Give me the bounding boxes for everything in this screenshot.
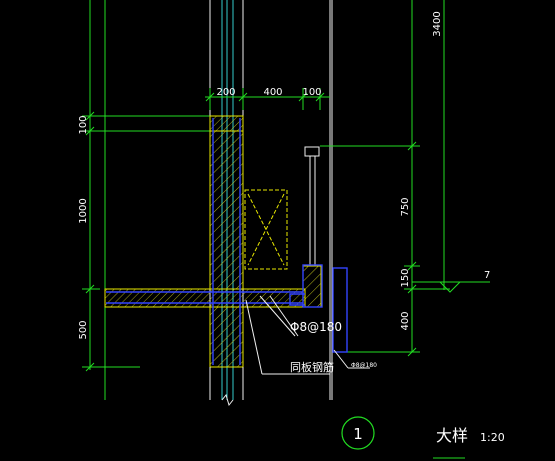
right-dimension-chain — [320, 0, 445, 357]
dim-top-400: 400 — [263, 87, 282, 98]
detail-scale: 1:20 — [480, 431, 505, 444]
dim-right-3400: 3400 — [432, 11, 443, 36]
level-mark-text: 7 — [484, 270, 490, 281]
detail-number: 1 — [353, 425, 363, 443]
top-dimension-chain — [205, 88, 330, 110]
rebar-note: Φ8@180 — [290, 320, 342, 334]
dim-top-200: 200 — [216, 87, 235, 98]
dim-left-1000: 1000 — [78, 198, 89, 223]
dim-right-750: 750 — [400, 197, 411, 216]
dashed-window-box — [244, 189, 288, 270]
leader-lines — [245, 295, 370, 375]
left-dimension-chain — [82, 0, 210, 372]
concrete-wall-lower — [209, 306, 244, 407]
rebar-label: 同板钢筋 — [290, 360, 334, 374]
dim-left-500: 500 — [78, 320, 89, 339]
detail-title: 大样 — [436, 426, 468, 445]
concrete-wall-upper — [209, 115, 244, 290]
dim-left-100: 100 — [78, 115, 89, 134]
rebar-lines — [106, 118, 348, 365]
small-rebar-note: Φ8@180 — [351, 362, 377, 369]
railing-post — [304, 146, 320, 266]
dim-right-150: 150 — [400, 268, 411, 287]
level-marker — [412, 281, 490, 293]
detail-bubble — [341, 416, 375, 450]
dim-top-100: 100 — [302, 87, 321, 98]
dim-right-400: 400 — [400, 311, 411, 330]
